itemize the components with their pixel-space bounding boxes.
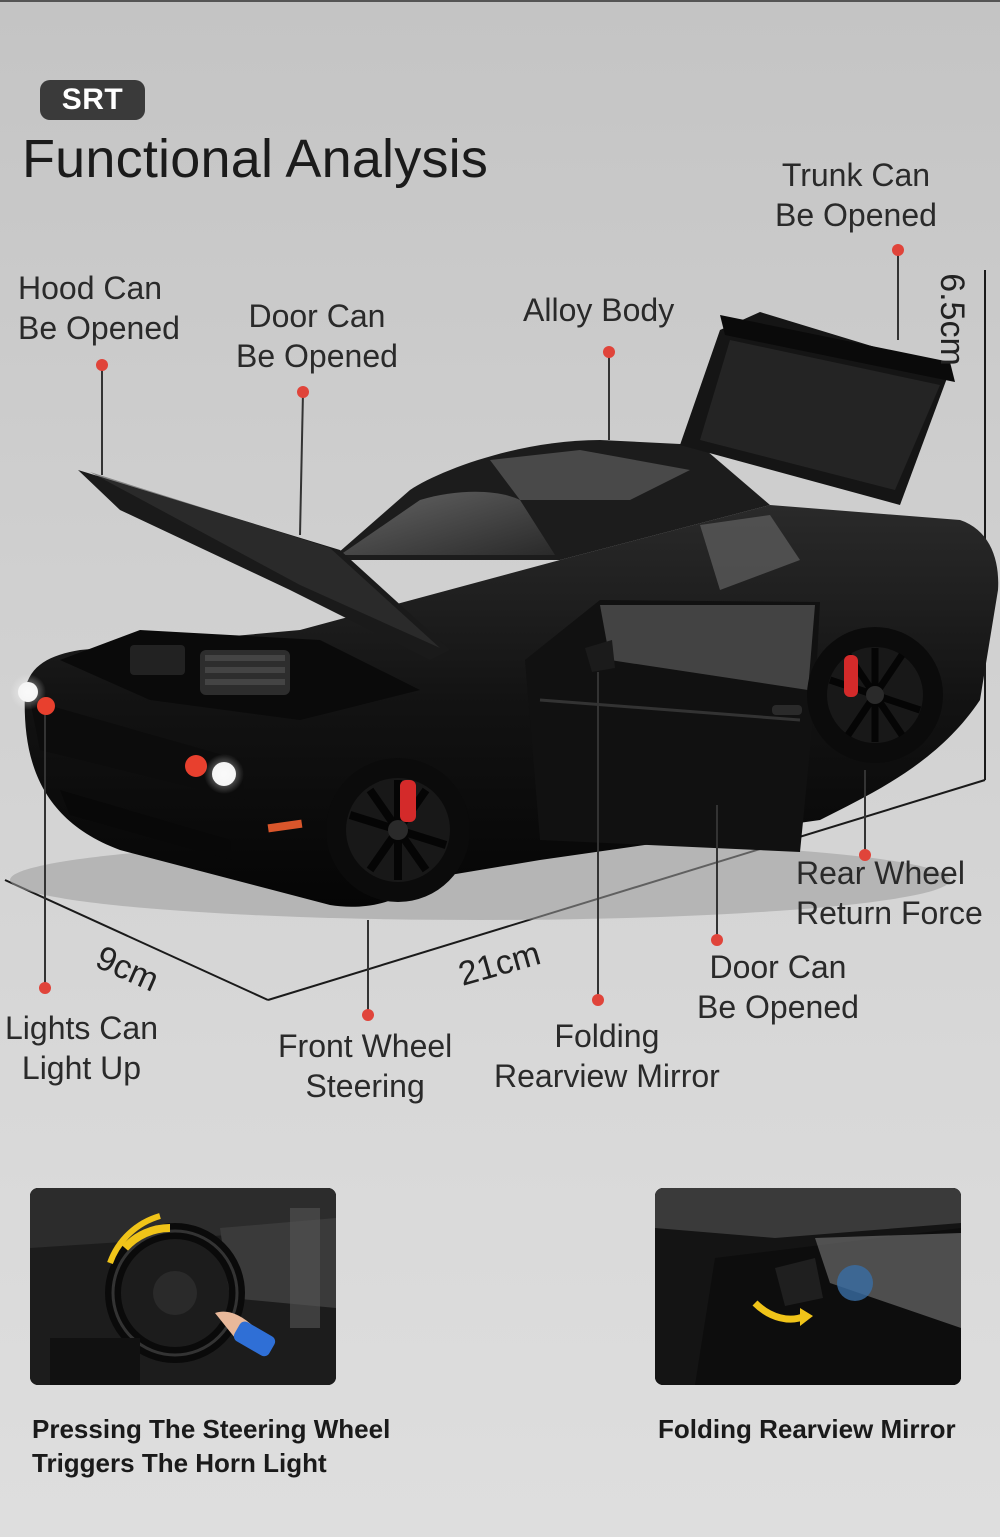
- indicator-right: [185, 755, 207, 777]
- top-border: [0, 0, 1000, 2]
- indicator-left: [37, 697, 55, 715]
- callout-lights: Lights Can Light Up: [5, 1010, 158, 1086]
- side-mirror: [585, 640, 615, 672]
- callout-front-wheel: Front Wheel Steering: [278, 1028, 453, 1104]
- open-hood: [60, 470, 450, 720]
- dimension-height-label: 6.5cm: [932, 273, 971, 366]
- page-title: Functional Analysis: [22, 129, 489, 189]
- callout-mirror: Folding Rearview Mirror: [494, 1018, 720, 1094]
- callout-rear-wheel: Rear Wheel Return Force: [796, 855, 983, 931]
- mirror-caption: Folding Rearview Mirror: [658, 1414, 956, 1444]
- steering-wheel-photo: [30, 1188, 336, 1385]
- brand-badge: SRT: [40, 80, 145, 120]
- front-wheel: [326, 758, 470, 902]
- rear-wheel: [807, 627, 943, 763]
- folding-mirror-photo: [655, 1188, 961, 1385]
- steering-caption: Pressing The Steering Wheel Triggers The…: [32, 1414, 391, 1478]
- callout-dots: [39, 244, 904, 1021]
- callout-door-bottom: Door Can Be Opened: [697, 949, 859, 1025]
- callout-trunk: Trunk Can Be Opened: [775, 157, 937, 233]
- car-scene: [4, 244, 999, 1021]
- open-trunk: [680, 312, 955, 505]
- width-line: [4, 879, 269, 1001]
- open-door: [525, 600, 820, 852]
- callout-door-top: Door Can Be Opened: [236, 298, 398, 374]
- callout-alloy-body: Alloy Body: [523, 292, 675, 328]
- callout-hood: Hood Can Be Opened: [18, 270, 180, 346]
- leader-lines: [44, 250, 899, 1015]
